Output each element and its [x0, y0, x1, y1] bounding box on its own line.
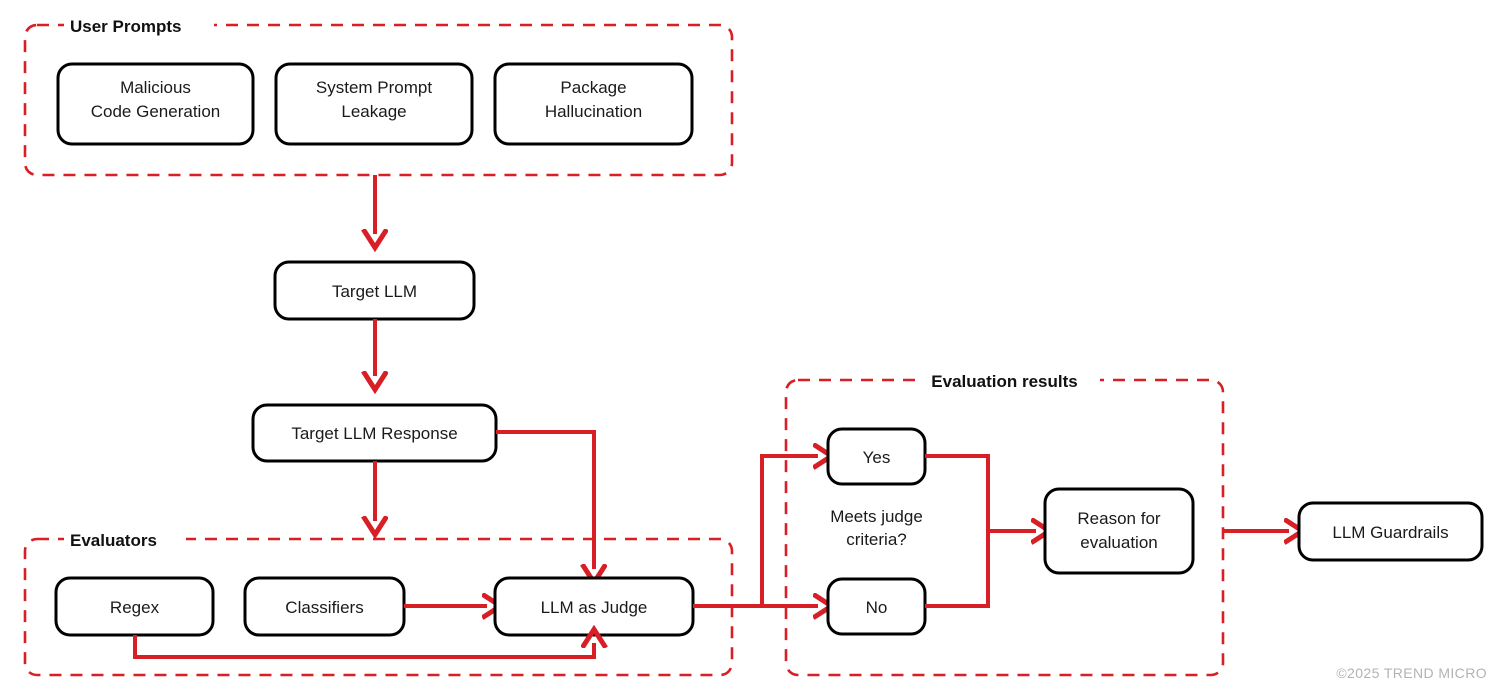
user-prompts-frame: [23, 23, 734, 177]
node-regex[interactable]: Regex: [54, 576, 215, 637]
malicious-code-generation-label-line2: Code Generation: [91, 102, 220, 121]
node-no[interactable]: No: [826, 577, 927, 636]
classifiers-label: Classifiers: [285, 598, 363, 617]
group-user-prompts: User Prompts: [23, 14, 734, 177]
group-evaluation-results: Evaluation results: [784, 369, 1225, 677]
arrow-llm-as-judge-to-yes: [693, 456, 818, 608]
reason-for-evaluation-label-line2: evaluation: [1080, 533, 1158, 552]
llm-guardrails-box[interactable]: [1297, 501, 1484, 562]
malicious-code-generation-box[interactable]: [56, 62, 255, 146]
system-prompt-leakage-label-line1: System Prompt: [316, 78, 432, 97]
package-hallucination-label-line2: Hallucination: [545, 102, 642, 121]
node-llm-as-judge[interactable]: LLM as Judge: [493, 576, 695, 637]
meets-judge-criteria-label-line2: criteria?: [846, 530, 906, 549]
node-package-hallucination[interactable]: Package Hallucination: [493, 62, 694, 146]
user-prompts-label-mask: [64, 14, 214, 36]
target-llm-label: Target LLM: [332, 282, 417, 301]
malicious-code-generation-label-line1: Malicious: [120, 78, 191, 97]
line-yes-to-merge: [925, 454, 990, 531]
meets-judge-criteria-label-line1: Meets judge: [830, 507, 923, 526]
arrow-regex-feedback-to-llm-as-judge: [133, 635, 594, 659]
llm-guardrails-label: LLM Guardrails: [1332, 523, 1448, 542]
evaluation-results-frame: [784, 378, 1225, 677]
no-label: No: [866, 598, 888, 617]
node-target-llm[interactable]: Target LLM: [273, 260, 476, 321]
reason-for-evaluation-box[interactable]: [1043, 487, 1195, 575]
arrow-response-to-llm-as-judge: [496, 430, 594, 569]
system-prompt-leakage-label-line2: Leakage: [341, 102, 406, 121]
node-yes[interactable]: Yes: [826, 427, 927, 486]
node-malicious-code-generation[interactable]: Malicious Code Generation: [56, 62, 255, 146]
evaluators-title: Evaluators: [70, 531, 157, 550]
evaluation-results-title: Evaluation results: [931, 372, 1077, 391]
evaluation-results-label-mask: [915, 369, 1100, 391]
node-target-llm-response[interactable]: Target LLM Response: [251, 403, 498, 463]
package-hallucination-box[interactable]: [493, 62, 694, 146]
llm-as-judge-label: LLM as Judge: [541, 598, 648, 617]
group-evaluators: Evaluators: [23, 528, 734, 677]
regex-label: Regex: [110, 598, 160, 617]
node-classifiers[interactable]: Classifiers: [243, 576, 406, 637]
node-llm-guardrails[interactable]: LLM Guardrails: [1297, 501, 1484, 562]
user-prompts-title: User Prompts: [70, 17, 181, 36]
line-no-to-merge: [925, 531, 990, 608]
node-system-prompt-leakage[interactable]: System Prompt Leakage: [274, 62, 474, 146]
system-prompt-leakage-box[interactable]: [274, 62, 474, 146]
reason-for-evaluation-label-line1: Reason for: [1077, 509, 1160, 528]
node-reason-for-evaluation[interactable]: Reason for evaluation: [1043, 487, 1195, 575]
yes-label: Yes: [863, 448, 891, 467]
package-hallucination-label-line1: Package: [560, 78, 626, 97]
evaluators-label-mask: [64, 528, 186, 550]
copyright-notice: ©2025 TREND MICRO: [1336, 665, 1487, 681]
target-llm-response-label: Target LLM Response: [291, 424, 457, 443]
